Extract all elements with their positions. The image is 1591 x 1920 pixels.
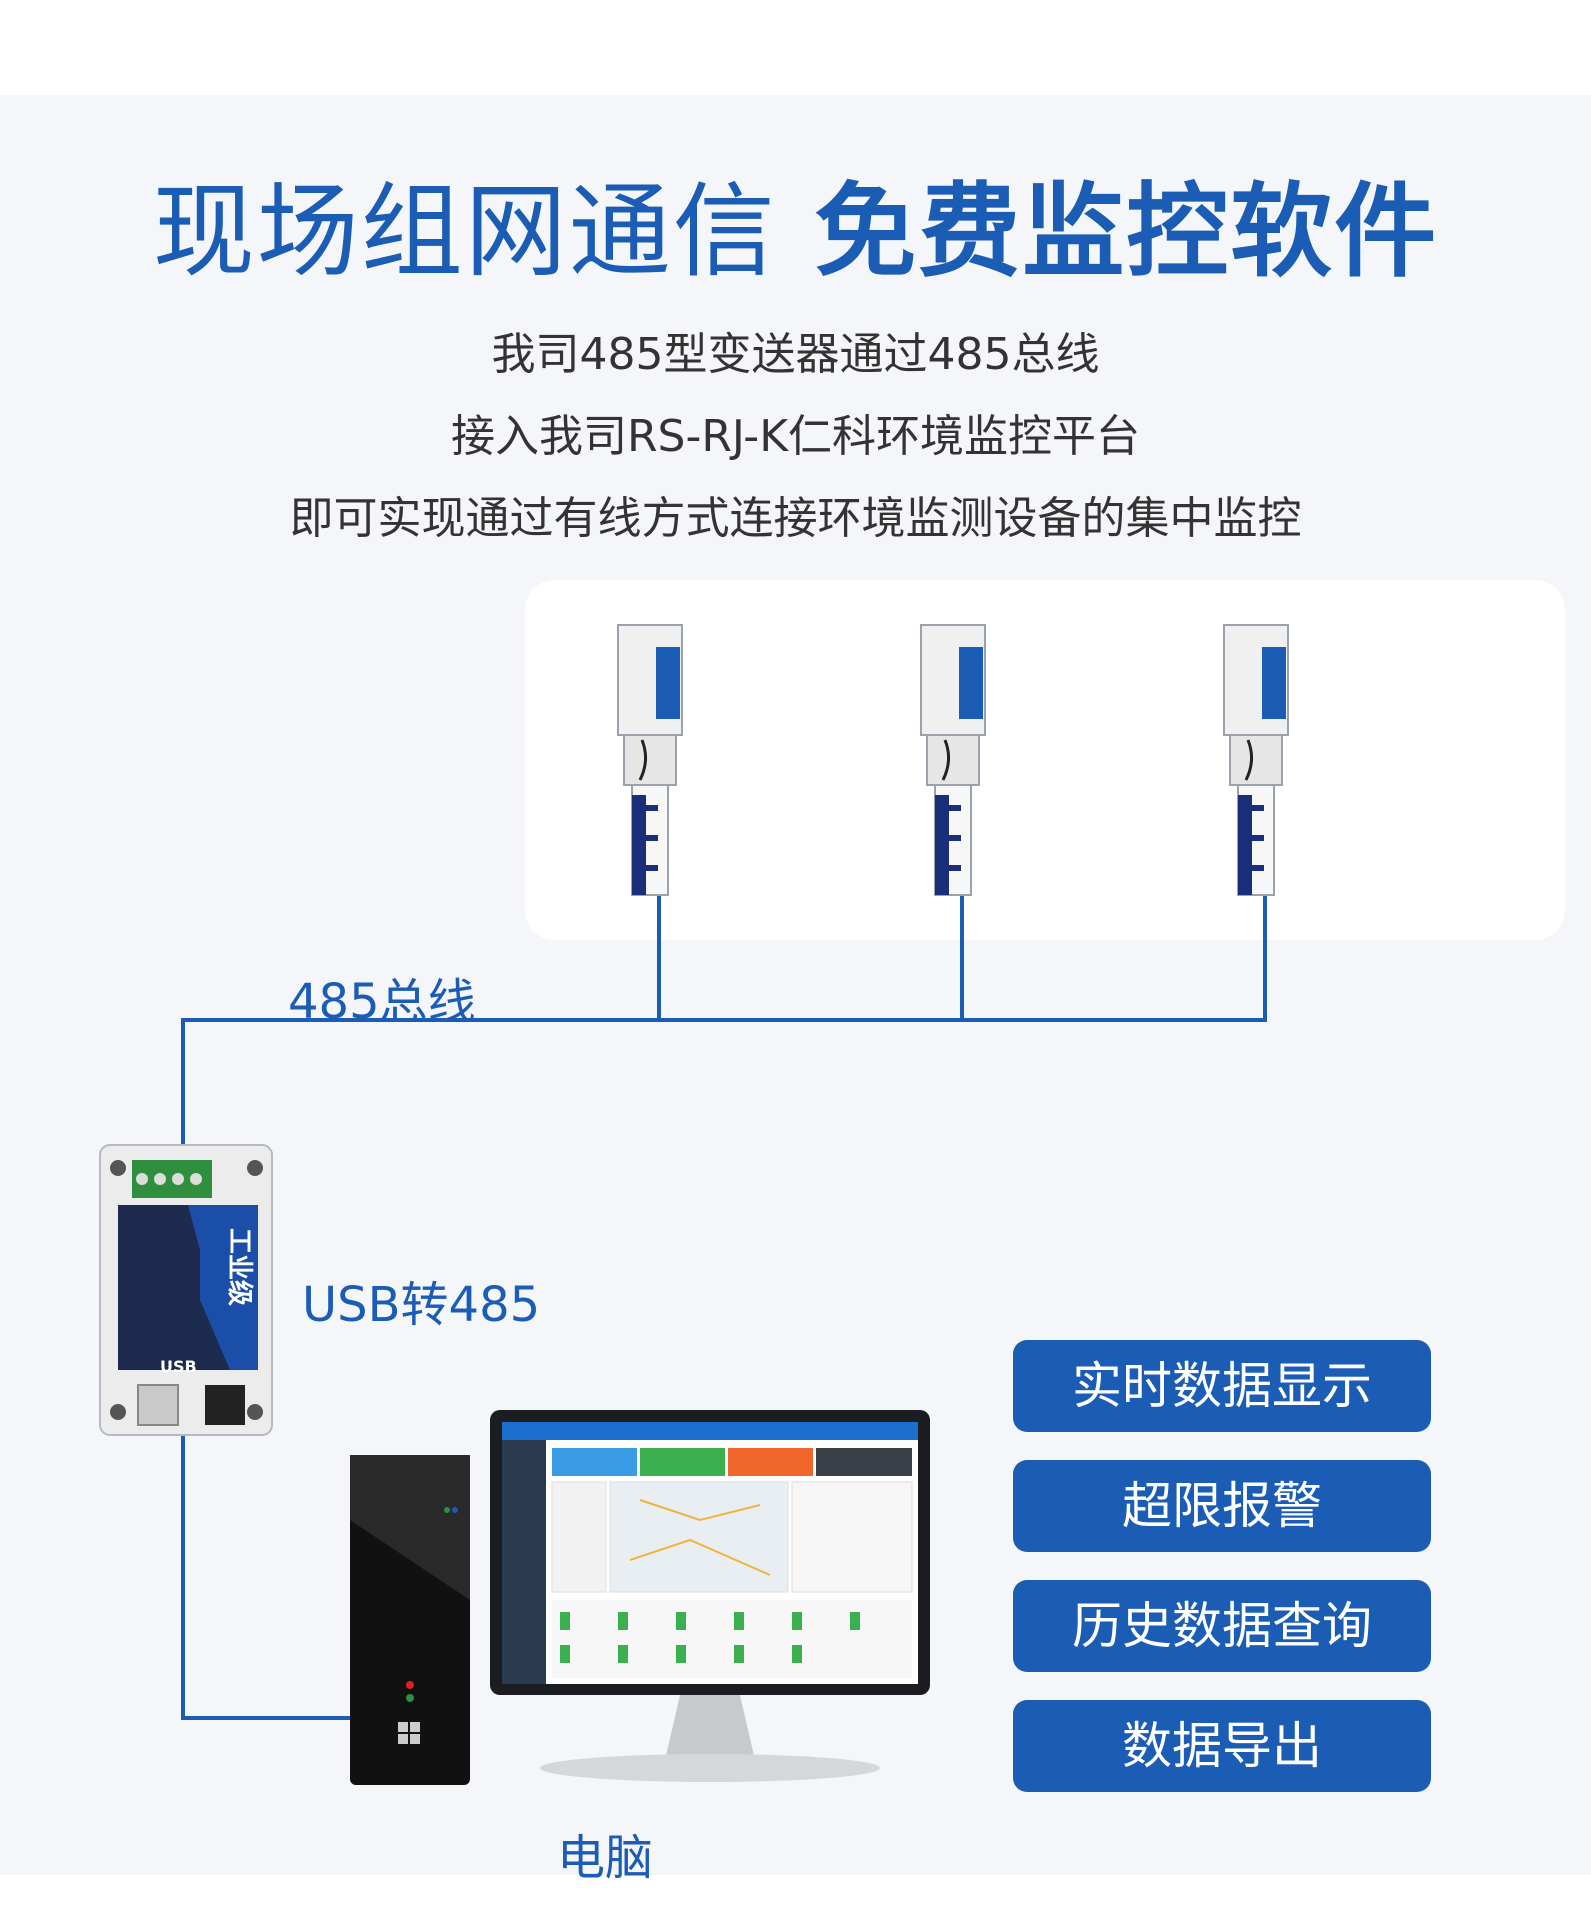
bus-label: 485总线 <box>288 974 476 1030</box>
sensor-2 <box>920 624 986 896</box>
title-part2: 免费监控软件 <box>814 173 1439 292</box>
computer-label: 电脑 <box>557 1830 654 1886</box>
feature-data-export: 数据导出 <box>1013 1700 1431 1792</box>
feature-realtime-display: 实时数据显示 <box>1013 1340 1431 1432</box>
bus-wiring <box>181 890 1267 1720</box>
sensor-3 <box>1223 624 1289 896</box>
computer-monitor <box>490 1410 930 1782</box>
feature-overlimit-alarm: 超限报警 <box>1013 1460 1431 1552</box>
computer-tower <box>350 1455 470 1785</box>
subtitle-line-3: 即可实现通过有线方式连接环境监测设备的集中监控 <box>289 493 1302 544</box>
sensor-1 <box>617 624 683 896</box>
converter-port-label: USB <box>160 1357 197 1376</box>
sensor-area <box>525 580 1565 940</box>
page-title: 现场组网通信 免费监控软件 <box>0 150 1591 297</box>
feature-history-query: 历史数据查询 <box>1013 1580 1431 1672</box>
subtitle-line-1: 我司485型变送器通过485总线 <box>491 329 1100 380</box>
converter-label: USB转485 <box>302 1277 541 1333</box>
title-part1: 现场组网通信 <box>152 173 777 292</box>
converter-vertical-text: 工业级 <box>224 1228 255 1306</box>
subtitle-line-2: 接入我司RS-RJ-K仁科环境监控平台 <box>450 411 1141 462</box>
usb-485-converter: 工业级 USB <box>99 1144 273 1436</box>
